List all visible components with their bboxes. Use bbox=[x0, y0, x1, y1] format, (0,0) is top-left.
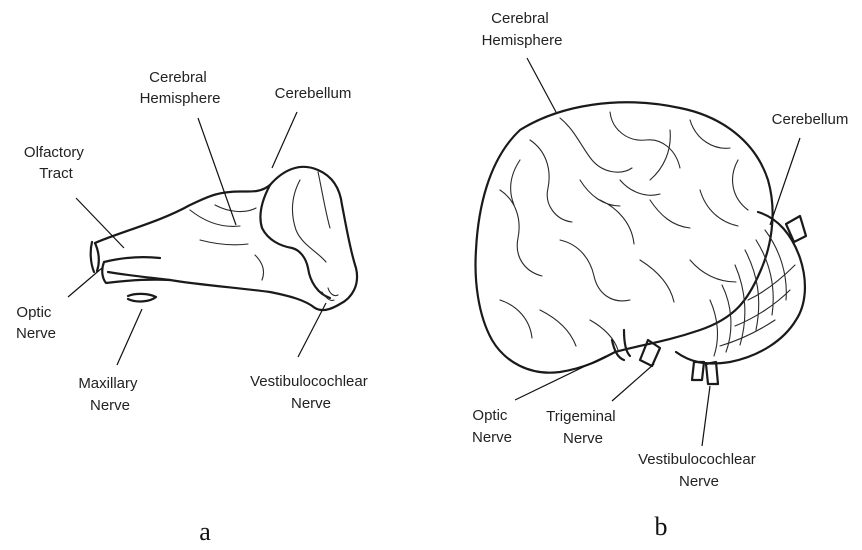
panel-a-maxillary-bump bbox=[128, 294, 156, 302]
panel-a-cerebellum-lobe bbox=[260, 185, 330, 298]
leader-b-cerebellum bbox=[770, 138, 800, 225]
leader-a-cerebral-hemisphere bbox=[198, 118, 236, 225]
leader-a-optic-nerve bbox=[68, 268, 102, 297]
panel-a-cerebellum-fold bbox=[293, 172, 330, 262]
leader-a-maxillary-nerve bbox=[117, 309, 142, 365]
label-a-optic-nerve: Optic Nerve bbox=[16, 304, 56, 342]
panel-b-leaders bbox=[515, 58, 800, 446]
label-b-cerebral-hemisphere: Cerebral Hemisphere bbox=[482, 10, 563, 49]
panel-b-optic-stump bbox=[612, 330, 630, 360]
leader-a-vestibulocochlear-nerve bbox=[298, 303, 326, 357]
panel-b-gyri bbox=[500, 112, 748, 350]
panel-b-spinal-stump bbox=[786, 216, 806, 242]
label-a-maxillary-nerve: Maxillary Nerve bbox=[78, 375, 141, 414]
leader-a-cerebellum bbox=[272, 112, 297, 168]
panel-b-drawing bbox=[476, 102, 806, 384]
leader-b-vestibulocochlear-nerve bbox=[702, 386, 710, 446]
panel-a-optic-tube bbox=[102, 257, 170, 283]
leader-b-cerebral-hemisphere bbox=[527, 58, 556, 112]
panel-a-olfactory-tube bbox=[91, 242, 99, 272]
leader-b-optic-nerve bbox=[515, 356, 606, 400]
label-a-olfactory-tract: Olfactory Tract bbox=[24, 144, 88, 182]
label-a-vestibulocochlear-nerve: Vestibulocochlear Nerve bbox=[250, 373, 372, 412]
panel-a-drawing bbox=[91, 167, 357, 310]
label-b-optic-nerve: Optic Nerve bbox=[472, 407, 512, 446]
label-b-trigeminal-nerve: Trigeminal Nerve bbox=[546, 408, 620, 447]
panel-b-vestibulocochlear-stump bbox=[692, 362, 718, 384]
panel-b-cerebellum-outline bbox=[676, 212, 805, 364]
label-b-cerebellum: Cerebellum bbox=[772, 111, 849, 128]
label-b-vestibulocochlear-nerve: Vestibulocochlear Nerve bbox=[638, 451, 760, 490]
label-a-cerebellum: Cerebellum bbox=[275, 85, 352, 102]
leader-b-trigeminal-nerve bbox=[612, 364, 654, 401]
panel-a-caption: a bbox=[199, 517, 211, 546]
panel-b-caption: b bbox=[655, 512, 668, 541]
panel-a-hemisphere-folds bbox=[190, 205, 264, 280]
label-a-cerebral-hemisphere: Cerebral Hemisphere bbox=[140, 69, 221, 107]
